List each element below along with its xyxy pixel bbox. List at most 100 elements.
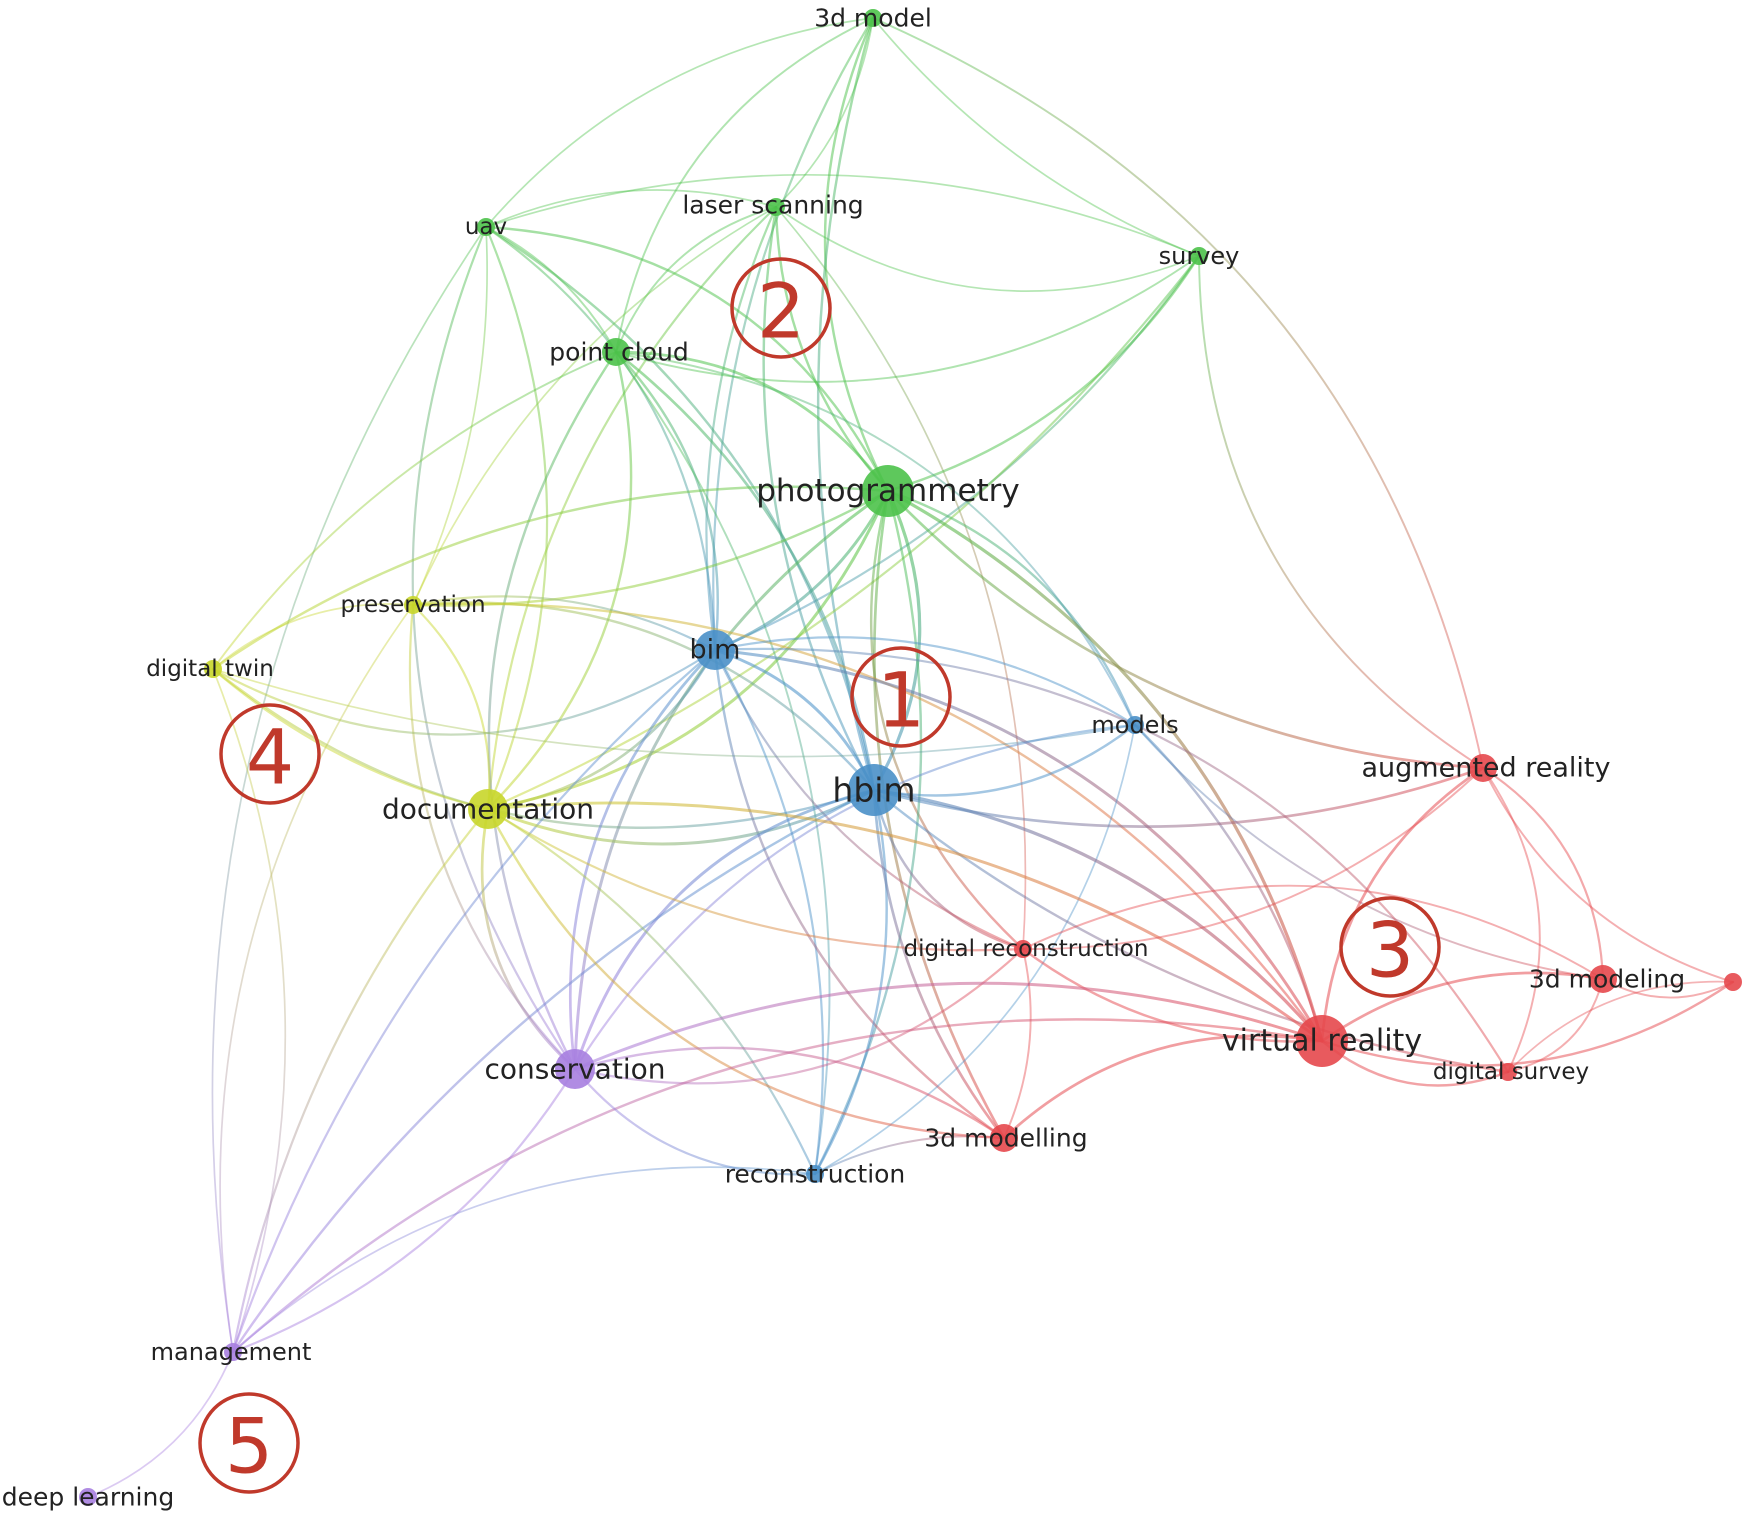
label-conservation: conservation [485,1053,666,1086]
node-preservation[interactable] [404,596,422,614]
edge-digital-twin-bim [211,648,717,736]
edge-3d-model-point-cloud [615,17,874,353]
label-bim: bim [690,635,741,666]
cluster-marker-circle [198,1392,300,1494]
node-virtual-reality[interactable] [1296,1015,1348,1067]
cluster-marker-circle [219,703,321,805]
edge-documentation-management [231,807,490,1354]
edge-photogrammetry-conservation [573,489,890,1071]
cluster-marker-number: 3 [1366,906,1414,995]
edge-hbim-conservation [573,788,876,1071]
edge-uav-hbim [484,225,876,792]
edge-digital-twin-management [212,668,287,1353]
edges-layer [87,16,1735,1498]
edge-laser-scanning-survey [775,206,1200,292]
edge-unlabeled-red-virtual-reality [1320,980,1735,1067]
node-3d-modeling[interactable] [1589,965,1617,993]
edge-3d-model-survey [872,17,1200,257]
edge-models-3d-modeling [1134,724,1604,980]
label-3d-modelling: 3d modelling [924,1124,1087,1153]
edge-laser-scanning-preservation [412,206,777,606]
edge-hbim-digital-reconstruction [872,788,1025,951]
edge-laser-scanning-hbim [762,205,876,792]
edge-uav-photogrammetry [484,225,890,493]
edge-preservation-digital-twin [212,603,414,670]
node-hbim[interactable] [848,764,900,816]
edge-hbim-digital-survey [872,788,1510,1074]
label-laser-scanning: laser scanning [682,191,863,220]
edge-uav-documentation [484,225,549,811]
edge-photogrammetry-bim [713,489,890,652]
label-models: models [1091,711,1178,739]
node-digital-twin[interactable] [204,660,222,678]
edge-documentation-3d-modelling [486,807,1006,1140]
edge-digital-reconstruction-3d-modelling [1003,948,1032,1139]
edge-digital-twin-hbim [211,667,876,829]
node-3d-model[interactable] [864,9,882,27]
node-deep-learning[interactable] [79,1488,97,1506]
cluster-marker-circle [730,257,832,359]
label-survey: survey [1159,242,1240,270]
edge-3d-model-laser-scanning [775,17,874,208]
edge-bim-virtual-reality [713,648,1324,1043]
node-uav[interactable] [477,218,495,236]
edge-virtual-reality-3d-modelling [1002,1034,1324,1140]
edge-digital-reconstruction-3d-modeling [1022,884,1604,980]
edge-hbim-documentation [486,788,876,846]
edge-uav-conservation [411,225,577,1071]
cluster-marker-number: 5 [225,1402,273,1491]
edge-reconstruction-management [232,1166,816,1353]
label-reconstruction: reconstruction [725,1160,906,1189]
edge-augmented-reality-unlabeled-red [1482,767,1734,983]
edge-photogrammetry-digital-reconstruction [869,489,1025,951]
label-deep-learning: deep learning [2,1483,174,1512]
edge-laser-scanning-documentation [486,205,778,811]
edge-point-cloud-documentation [486,350,633,811]
edge-point-cloud-conservation [487,350,618,1071]
edge-hbim-management [231,788,876,1354]
node-photogrammetry[interactable] [862,465,914,517]
edge-bim-models [713,636,1137,727]
edge-point-cloud-digital-twin [212,351,617,670]
edge-photogrammetry-3d-modelling [873,489,1006,1140]
edge-documentation-reconstruction [486,807,817,1176]
node-reconstruction[interactable] [806,1165,824,1183]
cluster-marker-number: 4 [246,713,294,802]
node-digital-reconstruction[interactable] [1014,940,1032,958]
node-3d-modelling[interactable] [990,1124,1018,1152]
edge-digital-survey-bim [713,647,1510,1074]
edge-survey-point-cloud [615,255,1200,383]
node-models[interactable] [1126,716,1144,734]
edge-digital-twin-models [212,668,1136,758]
edge-bim-reconstruction [713,648,825,1176]
node-management[interactable] [224,1343,242,1361]
node-laser-scanning[interactable] [767,198,785,216]
edge-models-reconstruction [814,724,1136,1175]
node-unlabeled-red[interactable] [1724,973,1742,991]
node-survey[interactable] [1190,247,1208,265]
node-documentation[interactable] [468,789,508,829]
node-augmented-reality[interactable] [1469,754,1497,782]
node-digital-survey[interactable] [1499,1063,1517,1081]
node-conservation[interactable] [555,1049,595,1089]
label-digital-twin: digital twin [146,656,274,682]
node-point-cloud[interactable] [602,338,630,366]
label-point-cloud: point cloud [549,338,688,367]
edge-management-deep-learning [87,1351,234,1498]
label-digital-survey: digital survey [1433,1059,1589,1085]
label-documentation: documentation [382,793,594,826]
edge-3d-modeling-virtual-reality [1320,971,1605,1043]
edge-uav-survey [485,174,1200,257]
edge-uav-preservation [412,226,488,606]
cluster-marker-1: 1 [850,646,952,748]
edge-documentation-digital-reconstruction [486,807,1025,952]
edge-conservation-management [231,1067,577,1354]
edge-hbim-virtual-reality [872,788,1324,1043]
edge-survey-augmented-reality [1198,255,1484,769]
node-bim[interactable] [695,630,735,670]
edge-models-virtual-reality [1133,723,1324,1043]
label-3d-model: 3d model [814,4,932,33]
edge-laser-scanning-point-cloud [615,206,777,353]
edge-unlabeled-red-digital-survey [1507,980,1734,1073]
